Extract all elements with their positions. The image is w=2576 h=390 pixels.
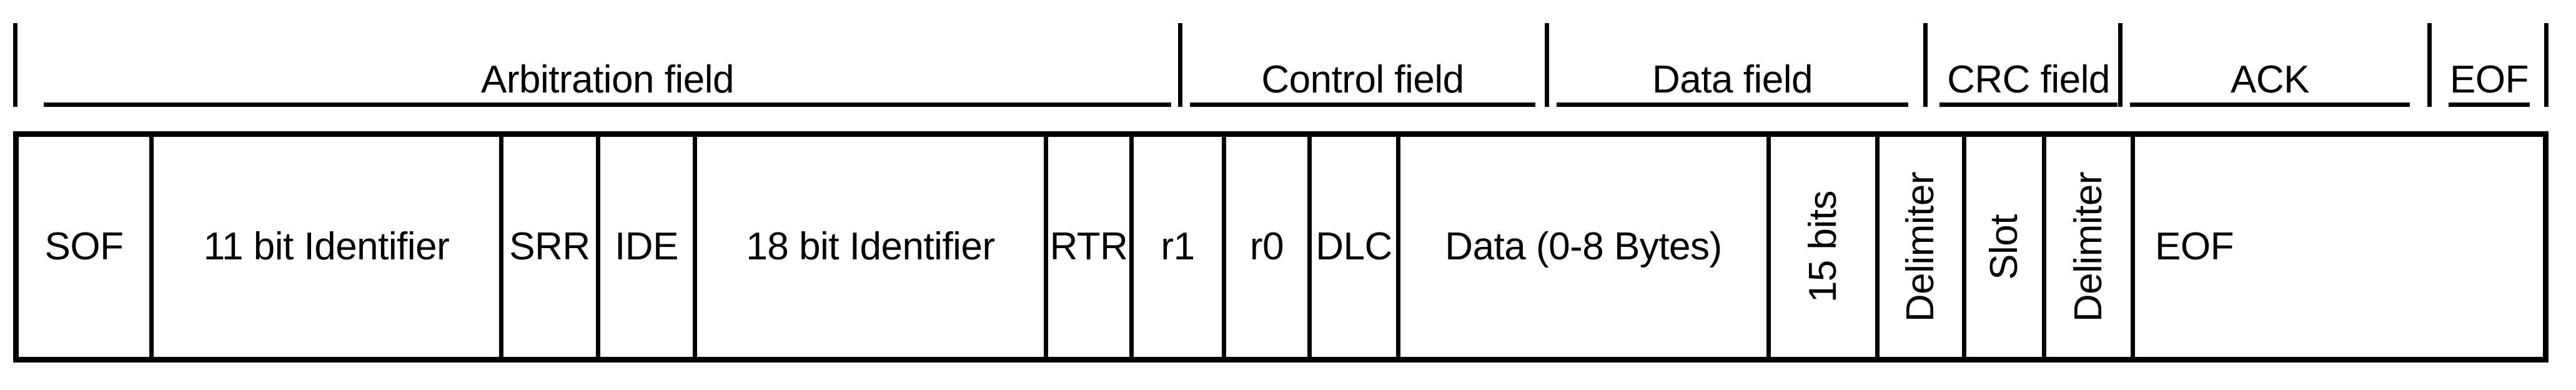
bracket-crc-field: CRC field: [1939, 19, 2118, 109]
frame-cell-r1: r1: [1134, 137, 1226, 357]
frame-cell-label: Slot: [1982, 214, 2026, 280]
frame-cell-18-bit-identifier: 18 bit Identifier: [697, 137, 1048, 357]
bracket-underline: [2449, 102, 2530, 107]
frame-cell-srr: SRR: [503, 137, 600, 357]
bracket-tick-4: [2118, 23, 2123, 107]
frame-cell-label: 11 bit Identifier: [203, 225, 450, 268]
bracket-label: EOF: [2450, 58, 2529, 101]
frame-cell-label: DLC: [1315, 225, 1392, 268]
frame-cell-label: Delimiter: [1899, 171, 1942, 322]
bracket-tick-5: [2427, 23, 2432, 107]
frame-cell-data-0-8-bytes-: Data (0-8 Bytes): [1400, 137, 1771, 357]
frame-cell-slot: Slot: [1966, 137, 2046, 357]
bracket-label: CRC field: [1947, 58, 2110, 101]
frame-cell-label: RTR: [1049, 225, 1128, 268]
bracket-tick-1: [1178, 23, 1182, 107]
bracket-tick-3: [1923, 23, 1928, 107]
bracket-underline: [1557, 102, 1908, 107]
frame-cell-label: 18 bit Identifier: [746, 225, 995, 268]
frame-cell-15-bits: 15 bits: [1771, 137, 1880, 357]
frame-cell-sof: SOF: [19, 137, 154, 357]
frame-cell-label: EOF: [2155, 225, 2234, 268]
frame-cell-label: IDE: [615, 225, 678, 268]
frame-cell-label: r1: [1161, 225, 1195, 268]
frame-cell-ide: IDE: [600, 137, 697, 357]
frame-cell-label: Delimiter: [2066, 171, 2110, 322]
bracket-control-field: Control field: [1190, 19, 1535, 109]
bracket-tick-2: [1545, 23, 1549, 107]
frame-cell-label: SOF: [44, 225, 124, 268]
can-frame-table: SOF 11 bit Identifier SRR IDE 18 bit Identif…: [13, 131, 2549, 362]
bracket-underline: [1939, 102, 2118, 107]
bracket-data-field: Data field: [1557, 19, 1908, 109]
bracket-arbitration-field: Arbitration field: [44, 19, 1171, 109]
bracket-underline: [2130, 102, 2410, 107]
bracket-label: Control field: [1261, 58, 1464, 101]
field-bracket-row: Arbitration field Control field Data field…: [0, 0, 2576, 125]
frame-cell-delimiter: Delimiter: [1880, 137, 1966, 357]
bracket-eof: EOF: [2449, 19, 2530, 109]
frame-cell-label: Data (0-8 Bytes): [1445, 225, 1722, 268]
bracket-label: Data field: [1652, 58, 1813, 101]
bracket-underline: [44, 102, 1171, 107]
frame-cell-eof: EOF: [2135, 137, 2254, 357]
frame-cell-delimiter: Delimiter: [2046, 137, 2135, 357]
frame-cell-label: 15 bits: [1801, 191, 1845, 303]
frame-cell-r0: r0: [1226, 137, 1312, 357]
bracket-label: ACK: [2231, 58, 2309, 101]
frame-cell-label: SRR: [509, 225, 590, 268]
bracket-tick-6: [2544, 23, 2549, 107]
frame-cell-label: r0: [1249, 225, 1284, 268]
frame-cell-rtr: RTR: [1048, 137, 1134, 357]
frame-cell-dlc: DLC: [1312, 137, 1400, 357]
bracket-underline: [1190, 102, 1535, 107]
frame-cell-11-bit-identifier: 11 bit Identifier: [154, 137, 503, 357]
bracket-tick-0: [13, 23, 17, 107]
bracket-label: Arbitration field: [480, 58, 735, 101]
bracket-ack: ACK: [2130, 19, 2410, 109]
